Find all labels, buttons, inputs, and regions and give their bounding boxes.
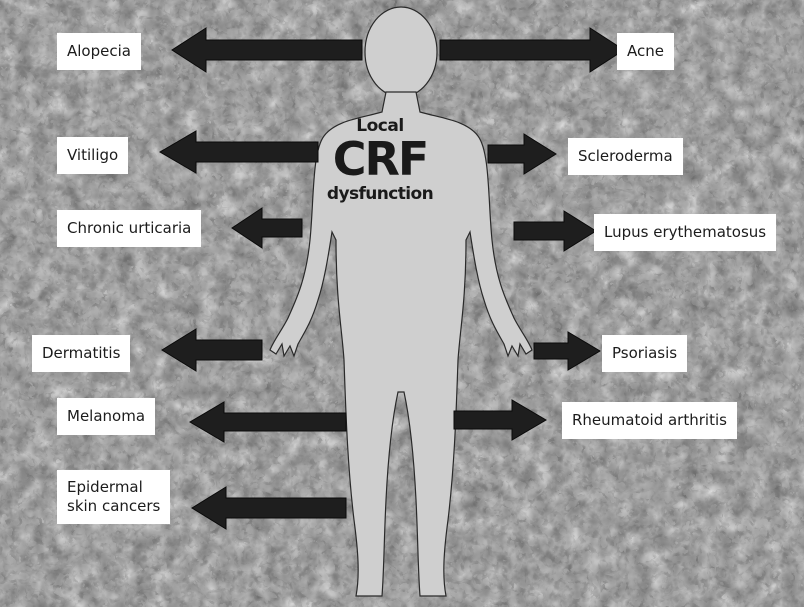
- label-epidermal-skin-cancers: Epidermal skin cancers: [57, 470, 170, 524]
- arrow-rheumatoid-arthritis: [454, 400, 546, 440]
- label-lupus-erythematosus: Lupus erythematosus: [594, 214, 776, 251]
- label-melanoma: Melanoma: [57, 398, 155, 435]
- arrow-psoriasis: [534, 332, 600, 370]
- label-rheumatoid-arthritis: Rheumatoid arthritis: [562, 402, 737, 439]
- label-acne: Acne: [617, 33, 674, 70]
- arrow-vitiligo: [160, 131, 318, 173]
- arrow-alopecia: [172, 28, 362, 72]
- arrow-lupus: [514, 211, 596, 251]
- label-chronic-urticaria: Chronic urticaria: [57, 210, 201, 247]
- arrow-chronic-urticaria: [232, 208, 302, 248]
- label-alopecia: Alopecia: [57, 33, 141, 70]
- label-dermatitis: Dermatitis: [32, 335, 130, 372]
- label-psoriasis: Psoriasis: [602, 335, 687, 372]
- arrow-dermatitis: [162, 329, 262, 371]
- center-text-crf: CRF: [300, 134, 460, 184]
- arrow-melanoma: [190, 402, 346, 442]
- arrow-epidermal-skin-cancers: [192, 487, 346, 529]
- center-text-dysfunction: dysfunction: [300, 184, 460, 204]
- label-scleroderma: Scleroderma: [568, 138, 683, 175]
- label-vitiligo: Vitiligo: [57, 137, 128, 174]
- arrow-acne: [440, 28, 624, 72]
- arrow-scleroderma: [488, 134, 556, 174]
